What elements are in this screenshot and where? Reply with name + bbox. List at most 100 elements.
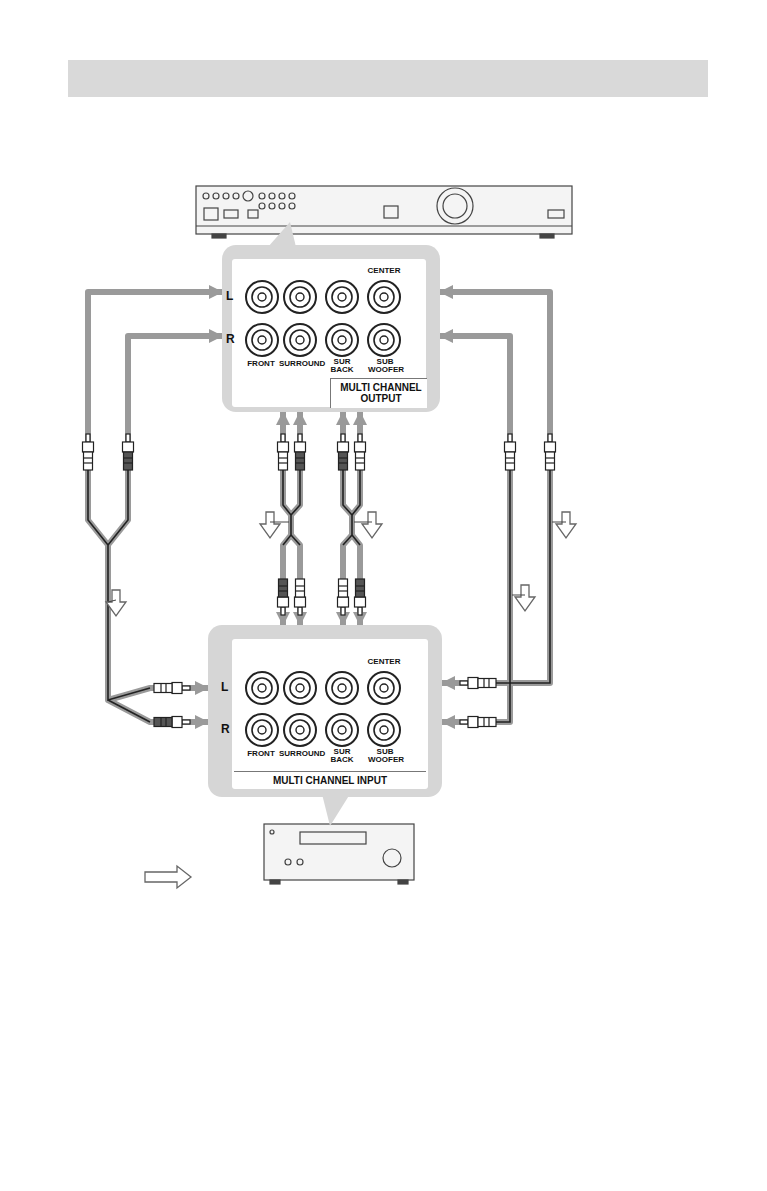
- channel-label: SUR BACK: [328, 748, 356, 765]
- rca-jack: [296, 293, 304, 301]
- channel-label: SUB WOOFER: [368, 748, 402, 765]
- leader-line: [552, 522, 566, 523]
- rca-jack: [368, 714, 400, 746]
- signal-flow-arrows: [106, 512, 576, 888]
- rca-jack: [374, 330, 394, 350]
- cable: [480, 470, 550, 683]
- rca-jack: [338, 726, 346, 734]
- rca-jack: [296, 336, 304, 344]
- cable: [108, 470, 128, 545]
- cable: [352, 535, 360, 545]
- rca-plug: [278, 434, 289, 470]
- r-label: R: [221, 723, 230, 736]
- rca-plug: [154, 683, 190, 694]
- cable: [108, 700, 150, 722]
- leader-line: [270, 522, 289, 523]
- rca-jack: [368, 672, 400, 704]
- rca-jack: [374, 678, 394, 698]
- rca-jack: [284, 281, 316, 313]
- rca-plug: [460, 678, 496, 689]
- panel-title: MULTI CHANNEL OUTPUT: [330, 378, 427, 408]
- signal-flow-arrow: [515, 585, 535, 611]
- rca-jack: [258, 726, 266, 734]
- l-label: L: [221, 681, 228, 694]
- rca-jack: [332, 678, 352, 698]
- rca-plug: [83, 434, 94, 470]
- cable: [88, 470, 150, 700]
- rca-jack: [246, 281, 278, 313]
- rca-jack: [374, 287, 394, 307]
- rca-jack: [284, 324, 316, 356]
- cable: [343, 470, 352, 545]
- signal-flow-arrow: [260, 512, 280, 538]
- rca-plug: [338, 434, 349, 470]
- rca-jack: [284, 672, 316, 704]
- leader-line: [512, 595, 525, 596]
- cable: [440, 336, 510, 722]
- cable: [291, 535, 300, 545]
- rca-jack: [332, 720, 352, 740]
- rca-jack: [332, 287, 352, 307]
- rca-jack: [246, 714, 278, 746]
- channel-label: SUB WOOFER: [368, 358, 402, 375]
- rca-jack: [290, 720, 310, 740]
- rca-jack: [326, 324, 358, 356]
- r-label: R: [226, 333, 235, 346]
- channel-label: FRONT: [243, 360, 279, 368]
- rca-jack: [246, 324, 278, 356]
- rca-jack: [368, 324, 400, 356]
- rca-jack: [338, 684, 346, 692]
- rca-plug: [278, 579, 289, 615]
- jack-panel: LRFRONTSURROUNDSUR BACKCENTERSUB WOOFERM…: [222, 245, 440, 412]
- rca-plug: [295, 434, 306, 470]
- rca-jack: [368, 281, 400, 313]
- rca-jack: [284, 714, 316, 746]
- rca-plug: [355, 579, 366, 615]
- rca-jack: [258, 684, 266, 692]
- leader-line: [108, 600, 116, 602]
- rca-jack: [296, 684, 304, 692]
- signal-flow-arrow: [106, 590, 126, 616]
- rca-jack: [258, 293, 266, 301]
- rca-jack: [326, 672, 358, 704]
- rca-plug: [460, 717, 496, 728]
- header-bar: [68, 60, 708, 97]
- rca-jack: [296, 726, 304, 734]
- rca-jack: [380, 684, 388, 692]
- channel-label: CENTER: [363, 658, 405, 666]
- leader-line: [354, 522, 372, 523]
- channel-label: SURROUND: [279, 750, 323, 758]
- rca-jack: [252, 330, 272, 350]
- jack-panel: LRFRONTSURROUNDSUR BACKCENTERSUB WOOFERM…: [208, 625, 442, 797]
- l-label: L: [226, 290, 233, 303]
- channel-label: SURROUND: [279, 360, 323, 368]
- signal-flow-arrow: [362, 512, 382, 538]
- rca-jack: [252, 720, 272, 740]
- legend-flow-arrow: [145, 866, 191, 888]
- cable: [352, 470, 360, 515]
- rca-plug: [505, 434, 516, 470]
- rca-plug: [355, 434, 366, 470]
- callout-tail: [322, 794, 350, 826]
- rca-jack: [326, 714, 358, 746]
- rca-plug: [295, 579, 306, 615]
- rca-jack: [252, 287, 272, 307]
- cable: [108, 336, 222, 545]
- rca-plug: [123, 434, 134, 470]
- rca-jack: [380, 293, 388, 301]
- rca-jack: [380, 726, 388, 734]
- channel-label: SUR BACK: [328, 358, 356, 375]
- rca-jack: [374, 720, 394, 740]
- rca-jack: [246, 672, 278, 704]
- rca-jack: [326, 281, 358, 313]
- rca-jack: [258, 336, 266, 344]
- rca-plug: [154, 717, 190, 728]
- signal-flow-arrow: [556, 512, 576, 538]
- rca-plug: [338, 579, 349, 615]
- rca-jack: [252, 678, 272, 698]
- rca-jack: [332, 330, 352, 350]
- cable: [283, 470, 291, 545]
- cable-connector: [440, 292, 550, 683]
- callout-tail: [268, 222, 296, 247]
